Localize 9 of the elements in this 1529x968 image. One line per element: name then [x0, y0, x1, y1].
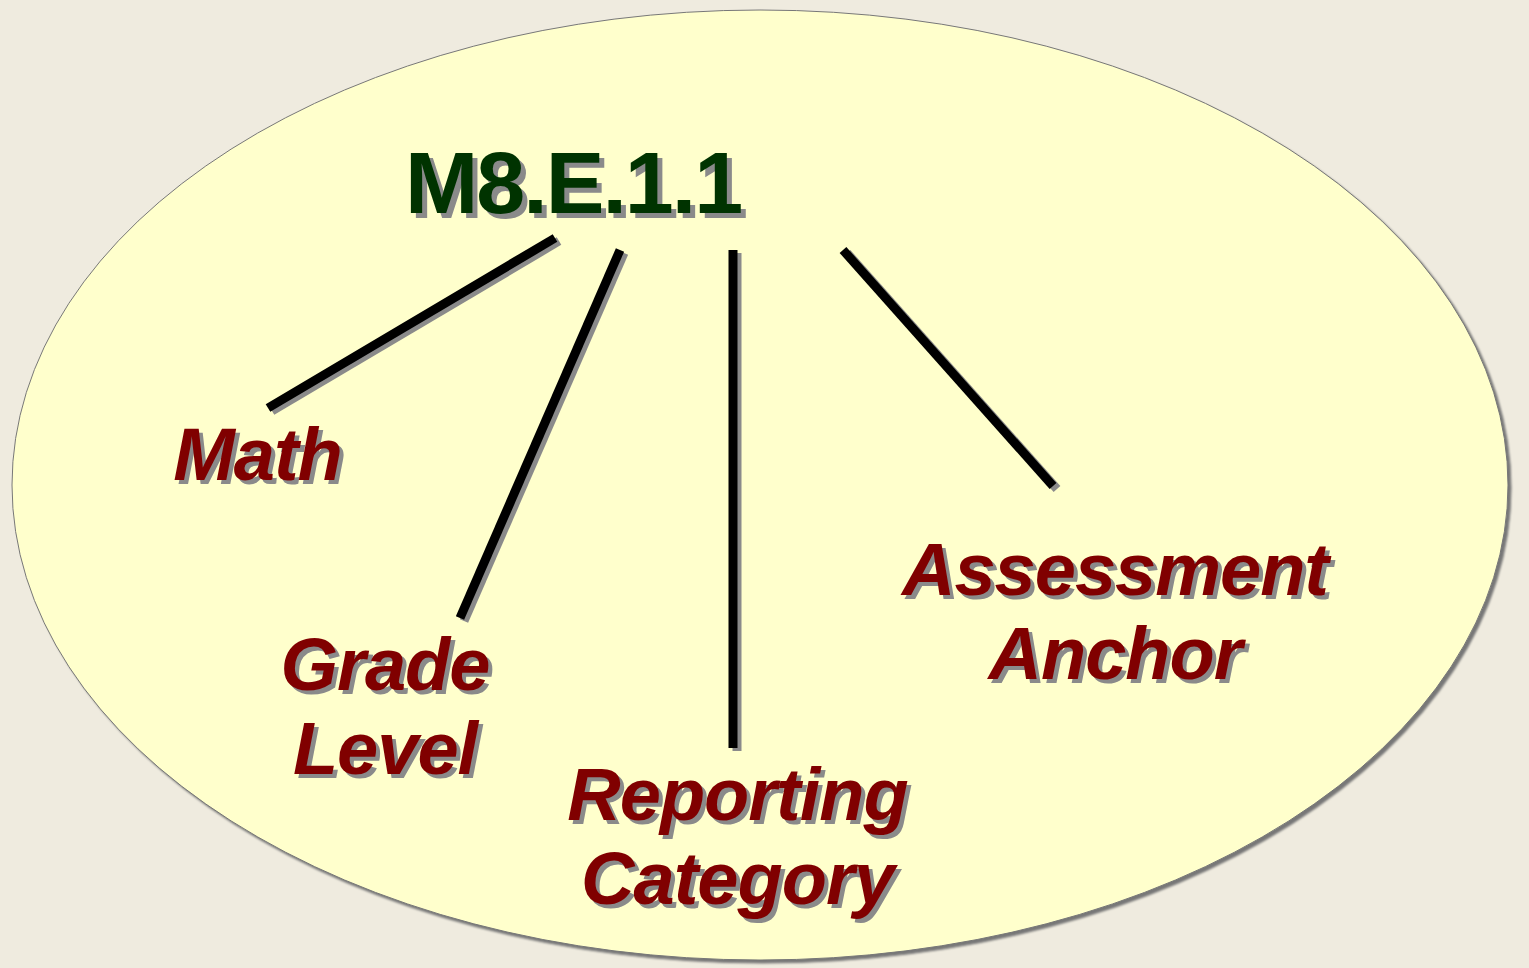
term-label: Reporting Category: [566, 752, 909, 922]
term-label: Grade Level: [279, 622, 491, 792]
connector-line: [265, 234, 558, 412]
term-label: Assessment Anchor: [845, 527, 1385, 697]
term-label: Math: [172, 412, 343, 498]
connector-line: [839, 247, 1057, 489]
connector-line: [728, 250, 738, 748]
heading-label: M8.E.1.1: [405, 135, 743, 230]
connector-line: [455, 248, 625, 620]
